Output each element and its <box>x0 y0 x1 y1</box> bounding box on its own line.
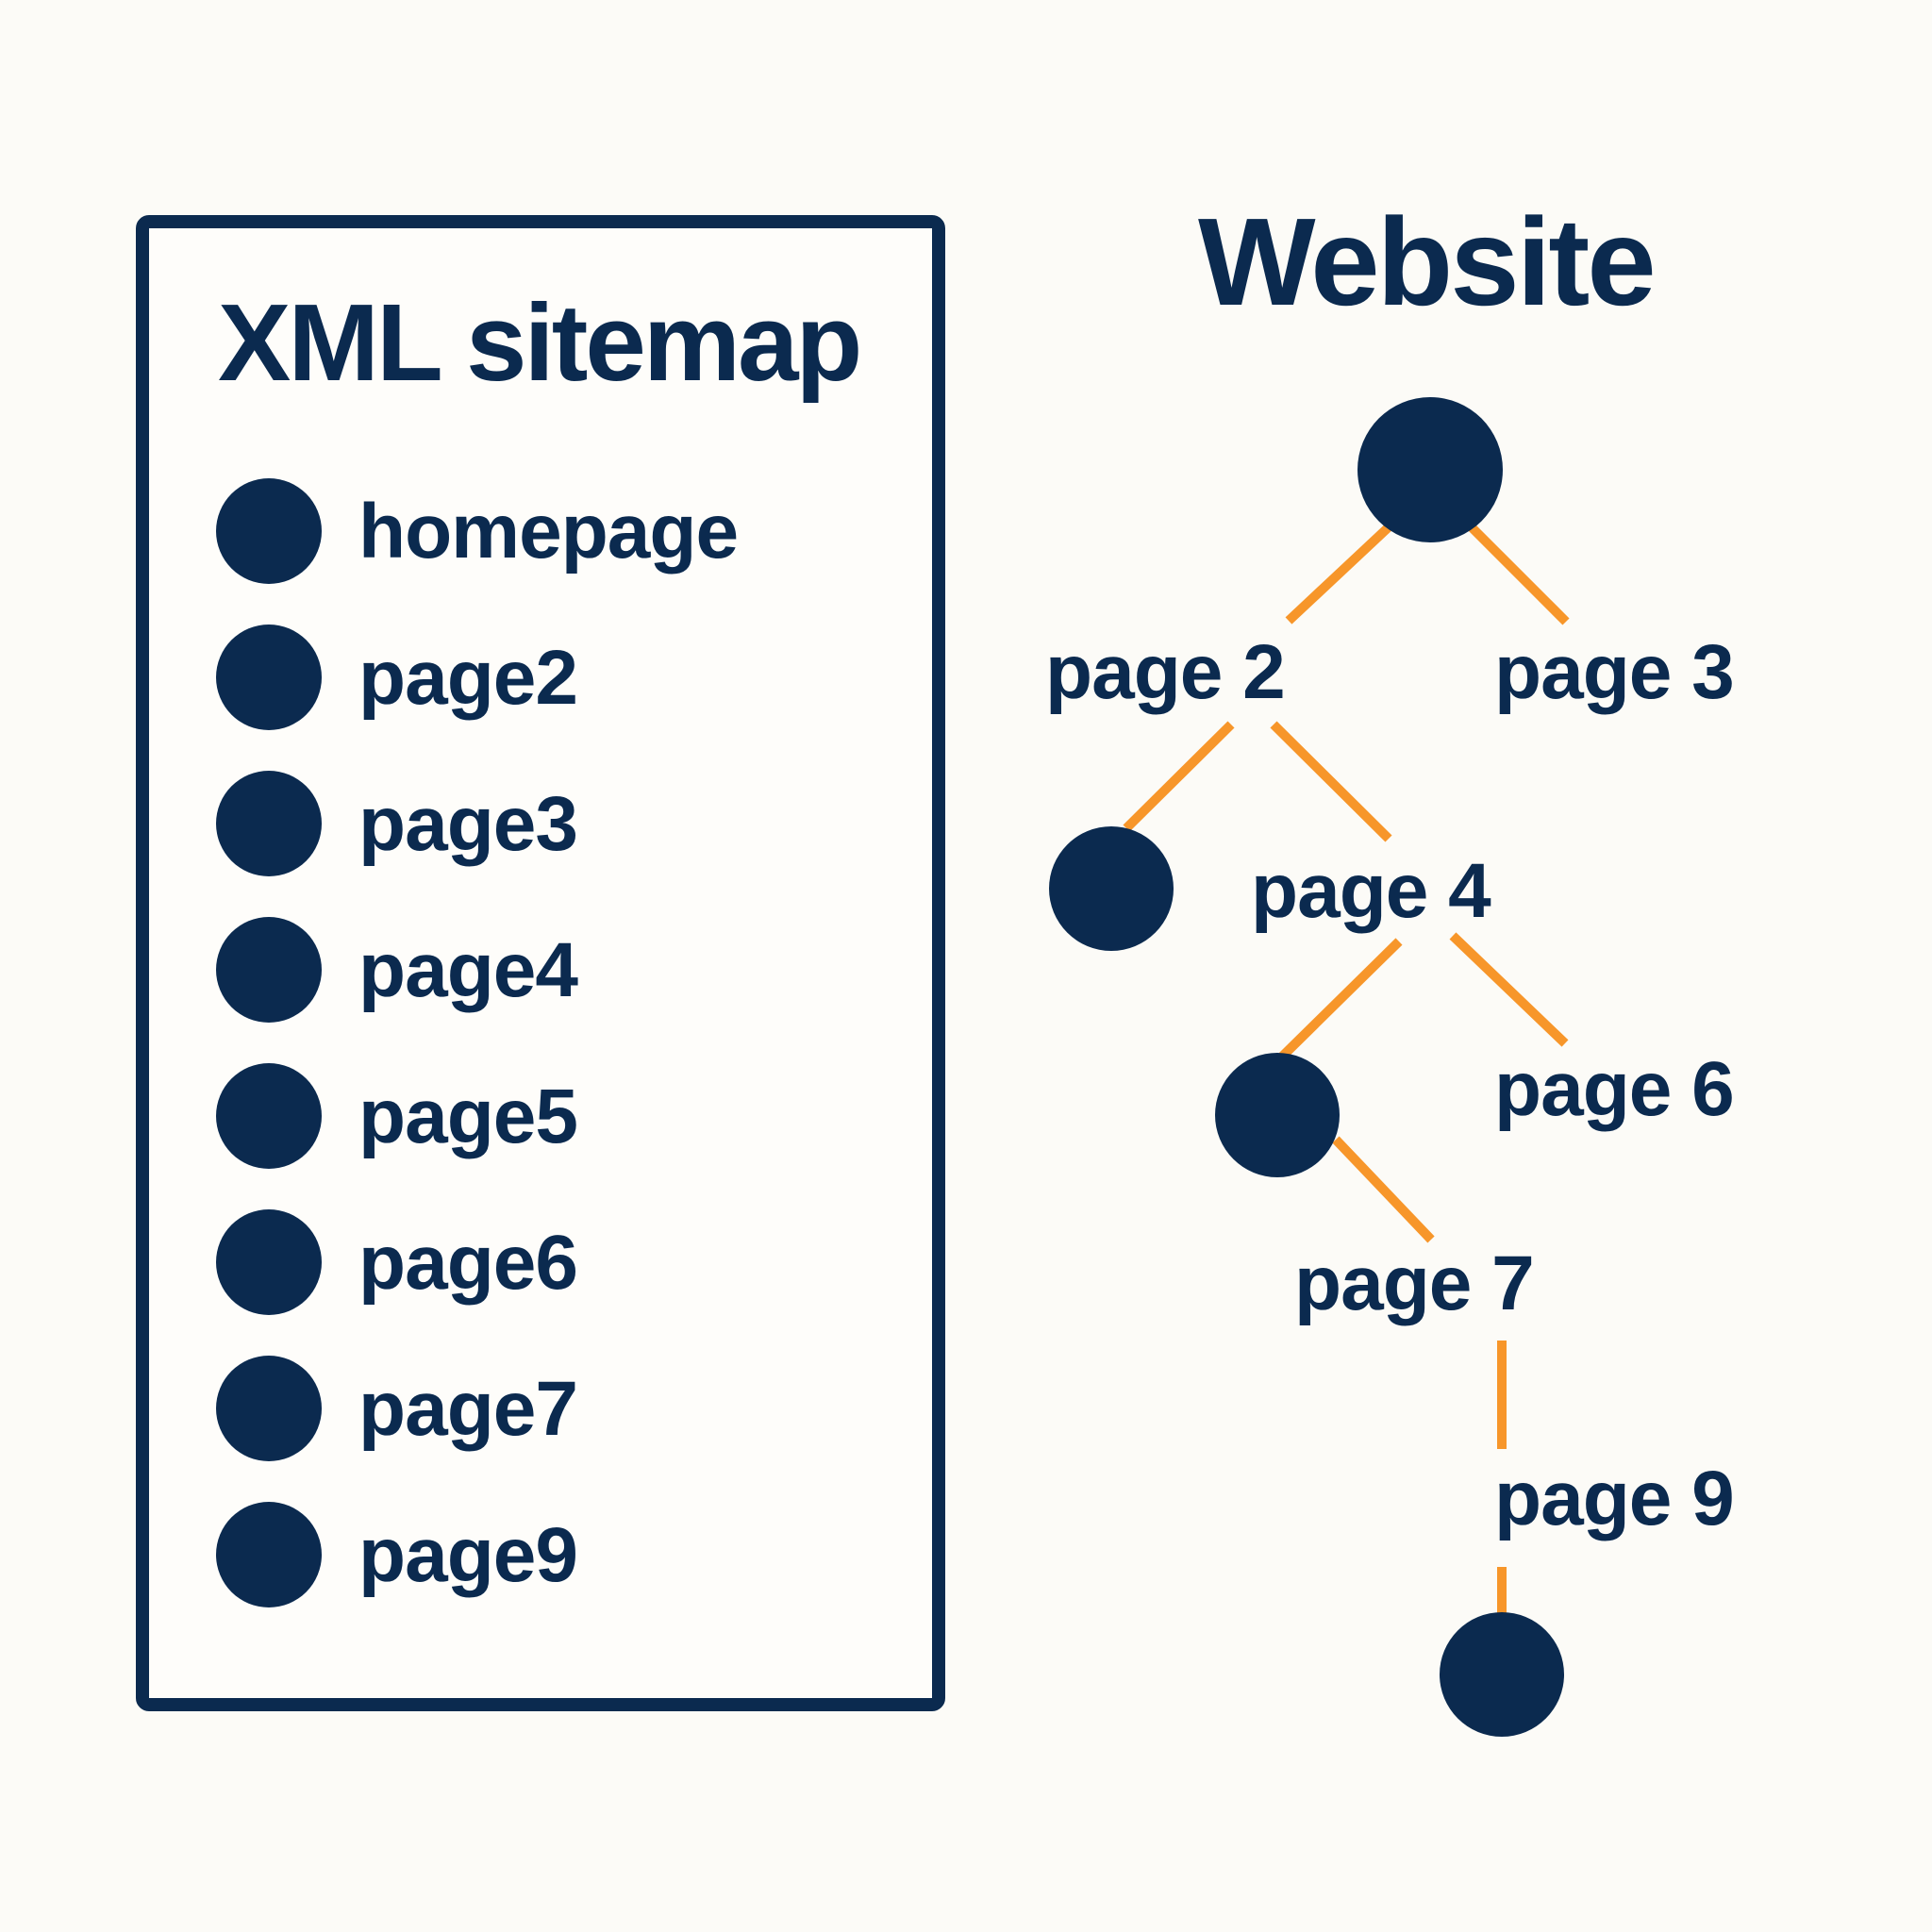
edge-page4-page6 <box>1449 932 1569 1047</box>
bullet-dot-icon <box>216 478 322 584</box>
tree-label-page4: page 4 <box>1251 848 1491 934</box>
tree-node-bottom <box>1440 1612 1564 1737</box>
sitemap-list: homepage page2 page3 page4 page5 page6 p… <box>216 478 876 1648</box>
tree-label-page7: page 7 <box>1294 1241 1535 1326</box>
edge-page4-node <box>1274 938 1403 1065</box>
tree-label-page3: page 3 <box>1494 629 1735 715</box>
sitemap-item-label: page3 <box>358 781 578 867</box>
sitemap-item-page6: page6 <box>216 1209 876 1356</box>
sitemap-title: XML sitemap <box>218 281 862 404</box>
bullet-dot-icon <box>216 917 322 1023</box>
sitemap-item-label: page2 <box>358 635 578 721</box>
sitemap-item-page5: page5 <box>216 1063 876 1209</box>
sitemap-item-label: page7 <box>358 1366 578 1452</box>
tree-node-branch <box>1215 1053 1340 1177</box>
bullet-dot-icon <box>216 1063 322 1169</box>
tree-label-page2: page 2 <box>1045 629 1286 715</box>
sitemap-item-page9: page9 <box>216 1502 876 1648</box>
edge-page2-page4 <box>1270 721 1392 842</box>
tree-label-page6: page 6 <box>1494 1046 1735 1132</box>
sitemap-item-label: page9 <box>358 1512 578 1598</box>
tree-label-page9: page 9 <box>1494 1456 1735 1541</box>
sitemap-item-label: page6 <box>358 1220 578 1306</box>
sitemap-item-label: page5 <box>358 1074 578 1159</box>
edge-root-page2 <box>1285 520 1396 625</box>
sitemap-item-page4: page4 <box>216 917 876 1063</box>
edge-root-page3 <box>1465 521 1570 625</box>
bullet-dot-icon <box>216 1502 322 1607</box>
sitemap-item-page7: page7 <box>216 1356 876 1502</box>
edge-node-page7 <box>1332 1136 1435 1243</box>
root-node <box>1357 397 1503 542</box>
tree-node-leaf <box>1049 826 1174 951</box>
edge-page2-leaf <box>1123 721 1235 832</box>
sitemap-item-label: homepage <box>358 489 739 575</box>
sitemap-item-page3: page3 <box>216 771 876 917</box>
sitemap-item-label: page4 <box>358 927 578 1013</box>
sitemap-item-page2: page2 <box>216 625 876 771</box>
bullet-dot-icon <box>216 1209 322 1315</box>
tree-nodes <box>1049 397 1564 1737</box>
sitemap-item-homepage: homepage <box>216 478 876 625</box>
website-title: Website <box>1198 192 1657 331</box>
bullet-dot-icon <box>216 771 322 876</box>
bullet-dot-icon <box>216 1356 322 1461</box>
bullet-dot-icon <box>216 625 322 730</box>
